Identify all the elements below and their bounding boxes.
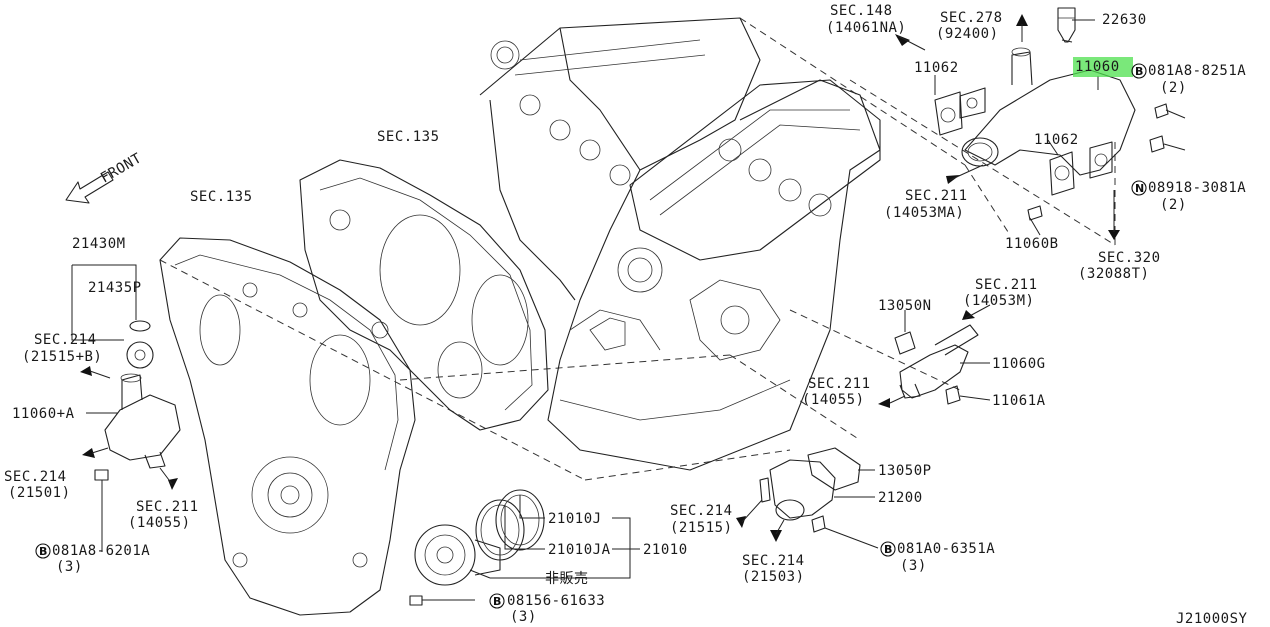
label-11062-a: 11062 <box>914 60 959 76</box>
label-sec214-d: SEC.214 <box>742 553 805 569</box>
label-13050n: 13050N <box>878 298 932 314</box>
bolt-marker-icon <box>489 593 505 609</box>
label-sec214-a-ref: (21515+B) <box>22 349 102 365</box>
arrow-icon <box>878 398 890 408</box>
label-sec148: SEC.148 <box>830 3 893 19</box>
leader-lines <box>71 19 1186 601</box>
diagram-code: J21000SY <box>1176 611 1248 627</box>
label-sec320-ref: (32088T) <box>1078 266 1149 282</box>
bolt-marker-icon <box>35 543 51 559</box>
nut-icon <box>1149 135 1165 153</box>
label-sec214-b: SEC.214 <box>4 469 67 485</box>
bolt-marker-icon <box>880 541 896 557</box>
label-sec211-b-ref: (14055) <box>128 515 191 531</box>
label-13050p: 13050P <box>878 463 932 479</box>
label-21010j: 21010J <box>548 511 602 527</box>
svg-text:B: B <box>1135 65 1143 78</box>
label-sec135-a: SEC.135 <box>377 129 440 145</box>
arrow-icon <box>82 448 95 458</box>
label-21435p: 21435P <box>88 280 142 296</box>
label-sec211-a: SEC.211 <box>905 188 968 204</box>
svg-text:B: B <box>493 595 501 608</box>
part-labels: SEC.148 (14061NA) SEC.278 (92400) 22630 … <box>4 3 1248 627</box>
label-sec211-c: SEC.211 <box>975 277 1038 293</box>
svg-text:N: N <box>1135 182 1144 195</box>
nut-marker-icon <box>1131 180 1147 196</box>
label-08156-61633: 08156-61633 <box>507 593 605 609</box>
arrow-icon <box>736 516 746 528</box>
svg-text:B: B <box>884 543 892 556</box>
label-sec214-c: SEC.214 <box>670 503 733 519</box>
label-sec211-a-ref: (14053MA) <box>884 205 964 221</box>
arrow-icon <box>962 310 975 320</box>
svg-text:B: B <box>39 545 47 558</box>
front-indicator: FRONT <box>65 150 145 204</box>
water-outlet-left <box>94 320 181 550</box>
label-qty-6201a: (3) <box>56 559 83 575</box>
arrow-icon <box>80 366 92 376</box>
water-pump <box>409 489 545 606</box>
arrow-icon <box>1108 230 1120 240</box>
label-sec211-b: SEC.211 <box>136 499 199 515</box>
label-081a8-8251a: 081A8-8251A <box>1148 63 1246 79</box>
label-qty-6351a: (3) <box>900 558 927 574</box>
label-11060: 11060 <box>1075 59 1120 75</box>
label-sec278: SEC.278 <box>940 10 1003 26</box>
callout-markers: B N B B B <box>35 63 1147 609</box>
label-qty-8251a: (2) <box>1160 80 1187 96</box>
label-08918-3081a: 08918-3081A <box>1148 180 1246 196</box>
front-timing-cover <box>159 237 416 616</box>
label-sec214-a: SEC.214 <box>34 332 97 348</box>
label-sec214-b-ref: (21501) <box>8 485 71 501</box>
arrow-icon <box>168 478 178 490</box>
thermostat-housing <box>759 447 861 533</box>
gasket-13050n-icon <box>894 331 916 355</box>
temp-sensor-22630-icon <box>1057 7 1076 43</box>
label-081a0-6351a: 081A0-6351A <box>897 541 995 557</box>
label-11062-b: 11062 <box>1034 132 1079 148</box>
label-21200: 21200 <box>878 490 923 506</box>
gasket-11062-a-icon <box>934 91 963 136</box>
label-sec211-c-ref: (14053M) <box>963 293 1034 309</box>
label-qty-3081a: (2) <box>1160 197 1187 213</box>
direction-arrows <box>80 14 1120 542</box>
label-sec135-b: SEC.135 <box>190 189 253 205</box>
label-sec214-d-ref: (21503) <box>742 569 805 585</box>
label-21010: 21010 <box>643 542 688 558</box>
label-11060g: 11060G <box>992 356 1046 372</box>
label-22630: 22630 <box>1102 12 1147 28</box>
label-not-for-sale: 非販売 <box>545 571 589 587</box>
label-sec214-c-ref: (21515) <box>670 520 733 536</box>
arrow-icon <box>895 34 910 46</box>
label-21430m: 21430M <box>72 236 126 252</box>
label-qty-61633: (3) <box>510 609 537 625</box>
gasket-11062-b-icon <box>1049 151 1075 196</box>
label-sec211-d-ref: (14055) <box>802 392 865 408</box>
label-sec320: SEC.320 <box>1098 250 1161 266</box>
engine-block <box>479 17 881 471</box>
front-arrow-icon <box>65 171 114 204</box>
assembly-dashed-lines <box>159 17 1116 481</box>
label-11060-a: 11060+A <box>12 406 75 422</box>
bolt-marker-icon <box>1131 63 1147 79</box>
label-sec211-d: SEC.211 <box>808 376 871 392</box>
label-11060b: 11060B <box>1005 236 1059 252</box>
rear-timing-cover <box>299 159 549 431</box>
bolt-icon <box>1154 103 1169 119</box>
arrow-icon <box>770 530 782 542</box>
label-21010ja: 21010JA <box>548 542 611 558</box>
label-11061a: 11061A <box>992 393 1046 409</box>
water-outlet-right <box>894 324 979 405</box>
highlight-11060 <box>1073 57 1133 77</box>
label-081a8-6201a: 081A8-6201A <box>52 543 150 559</box>
gasket-13050p-icon <box>807 447 861 491</box>
arrow-icon <box>1016 14 1028 26</box>
front-label: FRONT <box>98 150 145 186</box>
label-sec278-ref: (92400) <box>936 26 999 42</box>
label-sec148-ref: (14061NA) <box>826 20 906 36</box>
